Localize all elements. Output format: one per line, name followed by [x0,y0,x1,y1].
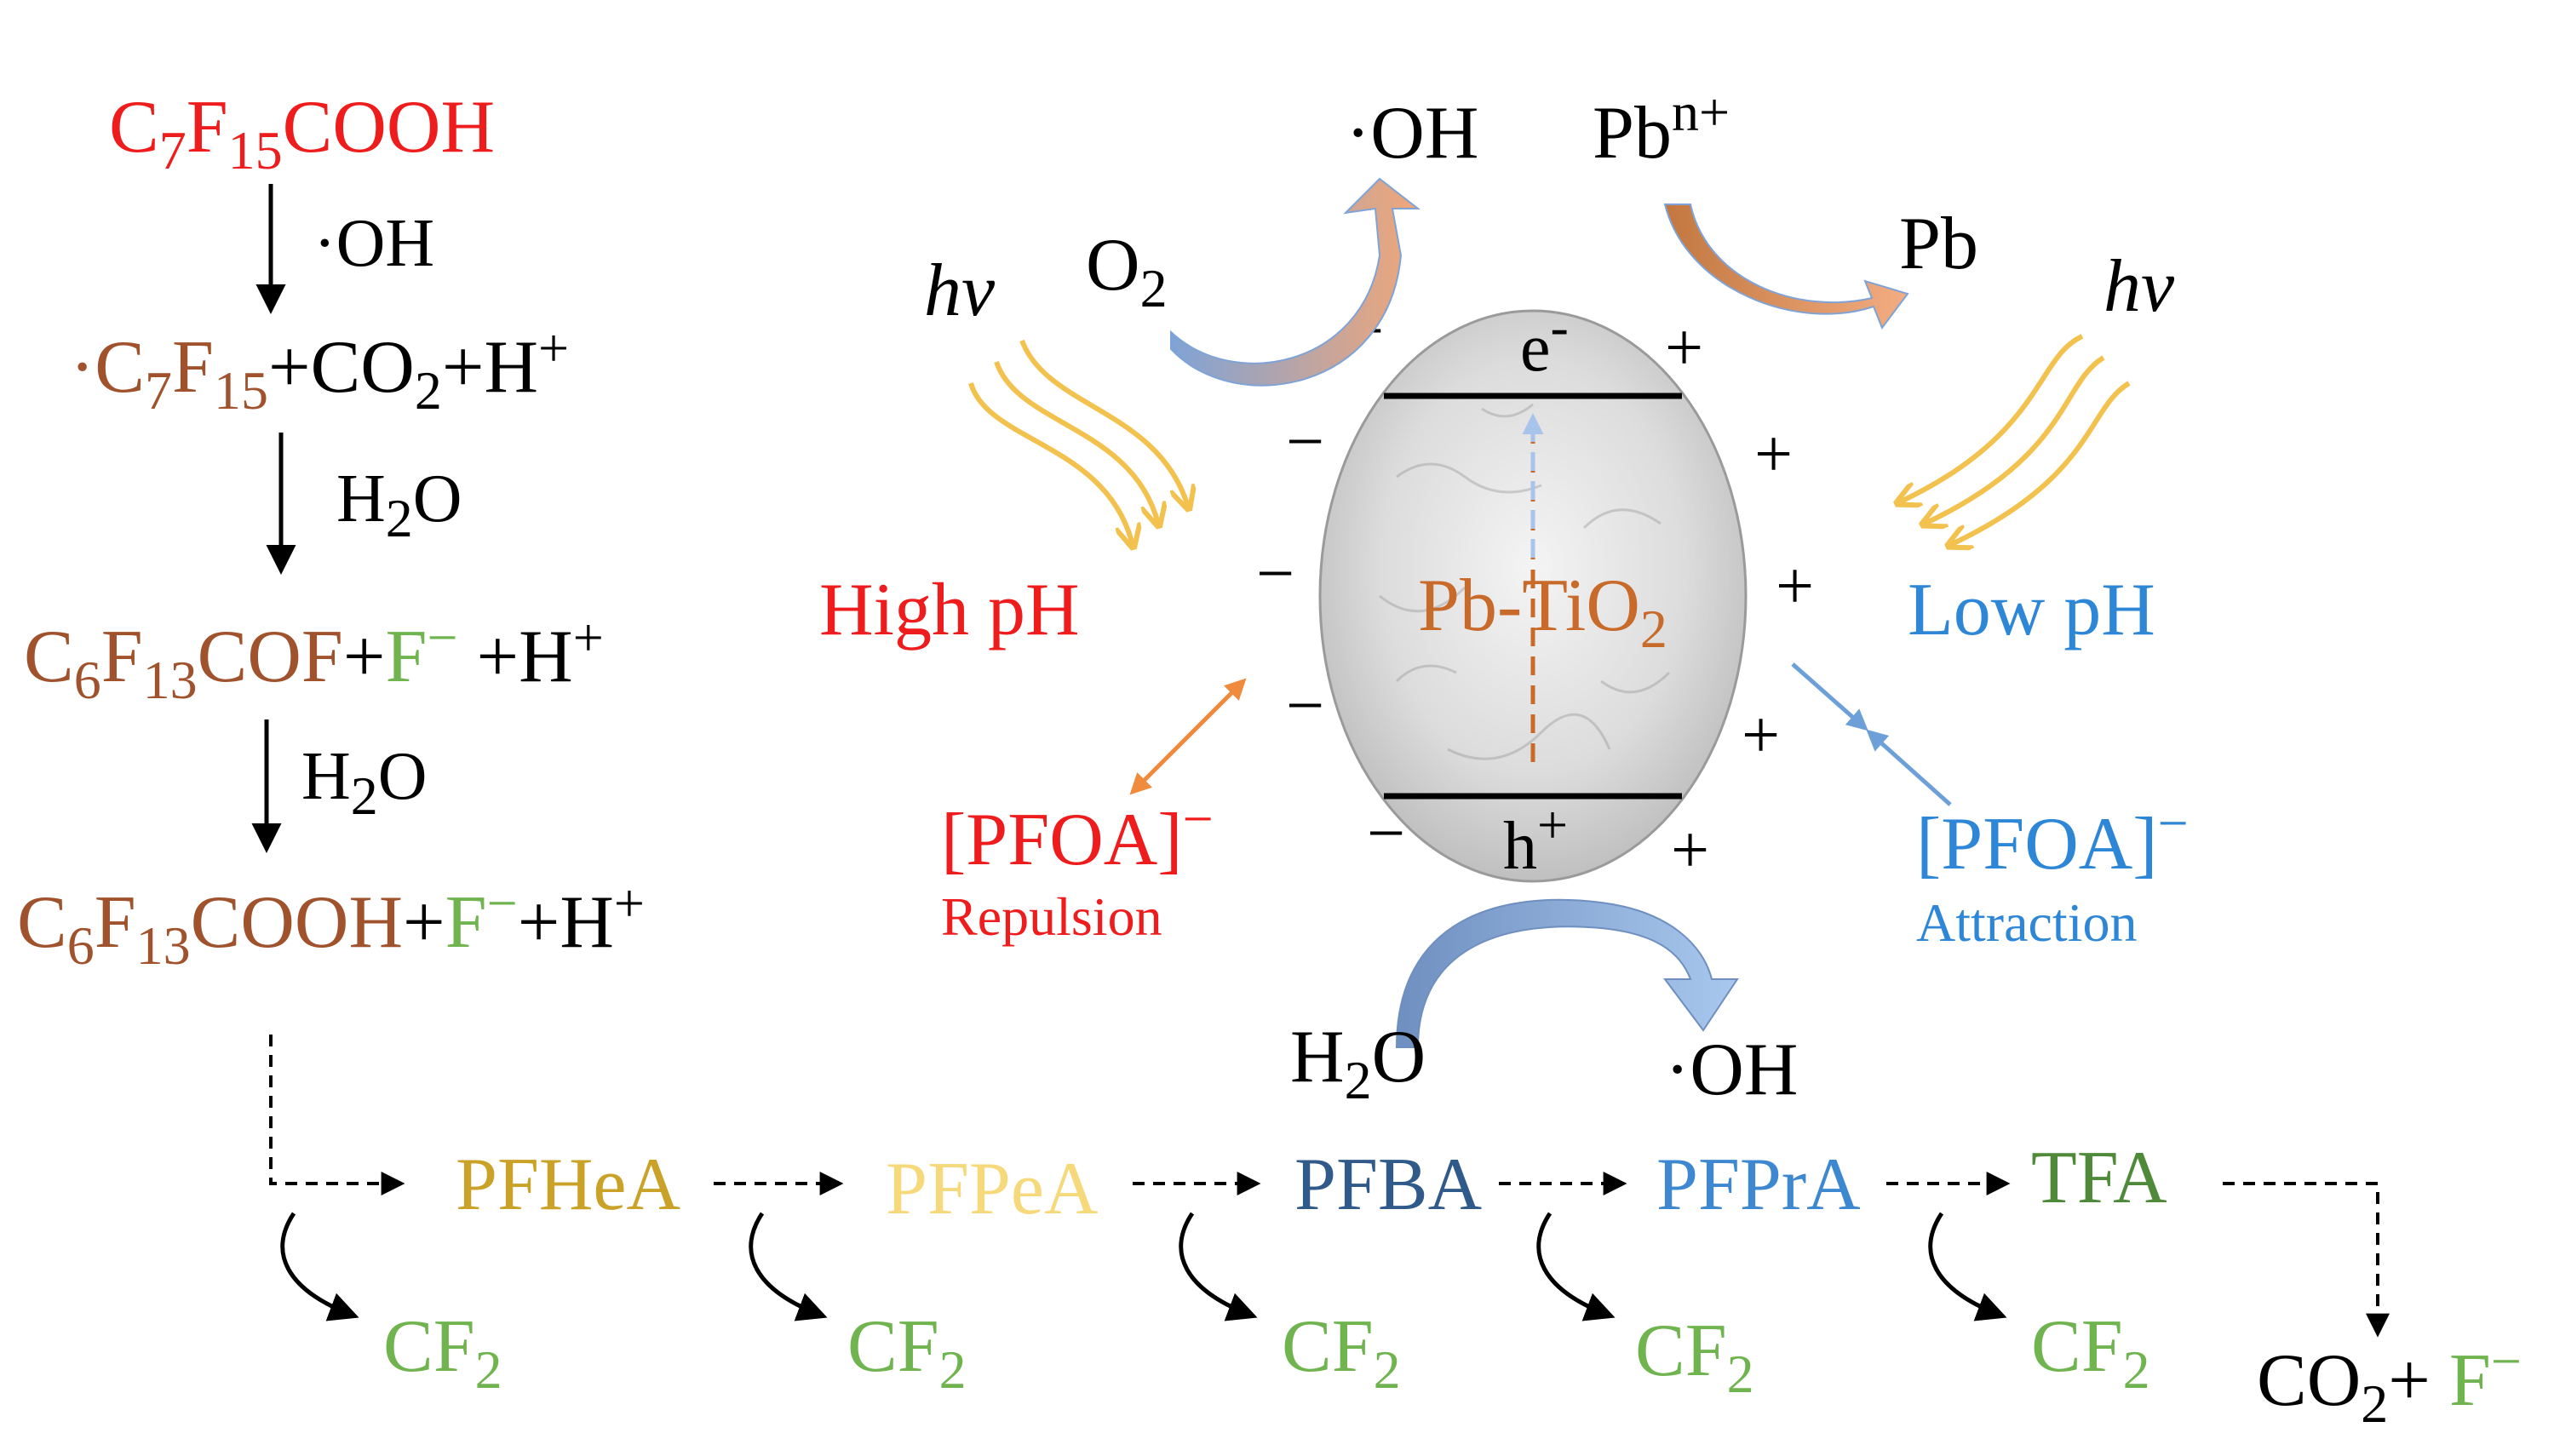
low-ph-label: Low pH [1908,569,2155,651]
attraction-arrow-2 [1791,662,1868,731]
hydroxyl-radical-label: ·OH [313,206,434,281]
cf2-loss-arrow-5 [1928,1212,2007,1321]
electron-label: e- [1520,296,1569,386]
dashed-arrow-to-pfhea [269,1035,405,1195]
repulsion-label: Repulsion [941,886,1162,947]
cf2-byproduct-3: CF2 [1282,1305,1401,1400]
pfoa-formula: C7F15COOH [109,86,495,181]
hydroxyl-radical-top: ·OH [1346,92,1478,175]
cf2-loss-arrow-1 [280,1212,359,1321]
minus-charge-2: − [1286,404,1324,479]
water-label-3: H2O [1290,1016,1426,1110]
photon-label-left: hv [924,249,996,332]
plus-charge-1: + [1665,311,1703,386]
chain-item-tfa: TFA [2031,1137,2167,1219]
redox-reactions: ·OH O2 Pbn+ Pb [1086,82,1978,387]
chain-item-pfhea: PFHeA [456,1144,680,1226]
chain-item-pfpra: PFPrA [1656,1144,1861,1226]
water-label-1: H2O [336,461,462,548]
chain-item-pfba: PFBA [1294,1144,1482,1226]
cf2-loss-arrow-4 [1536,1212,1616,1321]
light-rays-left [968,339,1188,545]
cf2-loss-arrow-2 [749,1212,828,1321]
high-ph-label: High pH [819,569,1080,651]
degradation-pathway: C7F15COOH ·OH ·C7F15+CO2+H+ H2O C6F13COF… [17,86,645,976]
attraction-label: Attraction [1916,892,2137,953]
plus-charge-5: + [1671,813,1709,888]
dashed-arrow-to-final [2223,1182,2390,1338]
pfoa-anion-right: [PFOA]− [1916,793,2189,886]
plus-charge-2: + [1754,417,1793,492]
pfoa-anion-left: [PFOA]− [941,788,1214,881]
pb-tio2-catalyst: Pb-TiO2 e- h+ − − − − − + + + + + [1256,294,1814,888]
plus-charge-3: + [1776,549,1814,624]
final-products: CO2+ F− [2257,1331,2522,1434]
hydroxyl-radical-bottom: ·OH [1665,1029,1798,1111]
cf2-byproduct-5: CF2 [2031,1305,2150,1400]
repulsion-arrow [1129,678,1247,795]
lead-label: Pb [1899,203,1978,285]
minus-charge-5: − [1367,796,1405,871]
photon-label-right: hv [2103,245,2175,328]
reduction-arrow-o2 [1170,177,1420,387]
catalyst-particle [1318,309,1748,883]
hole-label: h+ [1503,794,1568,884]
catalyst-texture [1379,403,1671,760]
chain-shortening: PFHeA PFPeA PFBA PFPrA TFA CF2 CF2 CF2 C… [269,1035,2522,1434]
water-label-2: H2O [301,739,428,826]
cf2-byproduct-1: CF2 [383,1305,502,1400]
cf2-loss-arrow-3 [1179,1212,1258,1321]
oxidation-arrow [1395,898,1739,1048]
light-rays-right [1899,334,2131,545]
high-ph-side: hv High pH [PFOA]− Repulsion [819,249,1247,947]
catalyst-label: Pb-TiO2 [1418,565,1667,659]
water-oxidation: H2O ·OH [1290,898,1798,1111]
radical-intermediate: ·C7F15+CO2+H+ [70,318,569,421]
oxygen-label: O2 [1086,224,1168,318]
minus-charge-4: − [1286,668,1324,743]
cf2-byproduct-2: CF2 [847,1305,967,1400]
attraction-arrow-1 [1866,729,1952,806]
acyl-fluoride-intermediate: C6F13COF+F− +H+ [24,607,604,710]
cf2-byproduct-4: CF2 [1635,1310,1754,1404]
lead-ion-label: Pbn+ [1593,82,1730,175]
minus-charge-3: − [1256,536,1294,611]
plus-charge-4: + [1742,698,1780,773]
chain-item-pfpea: PFPeA [886,1148,1098,1230]
low-ph-side: hv Low pH [PFOA]− Attraction [1791,245,2189,953]
reduction-arrow-pb [1663,203,1909,330]
pfhpa-product: C6F13COOH+F−+H+ [17,873,645,976]
